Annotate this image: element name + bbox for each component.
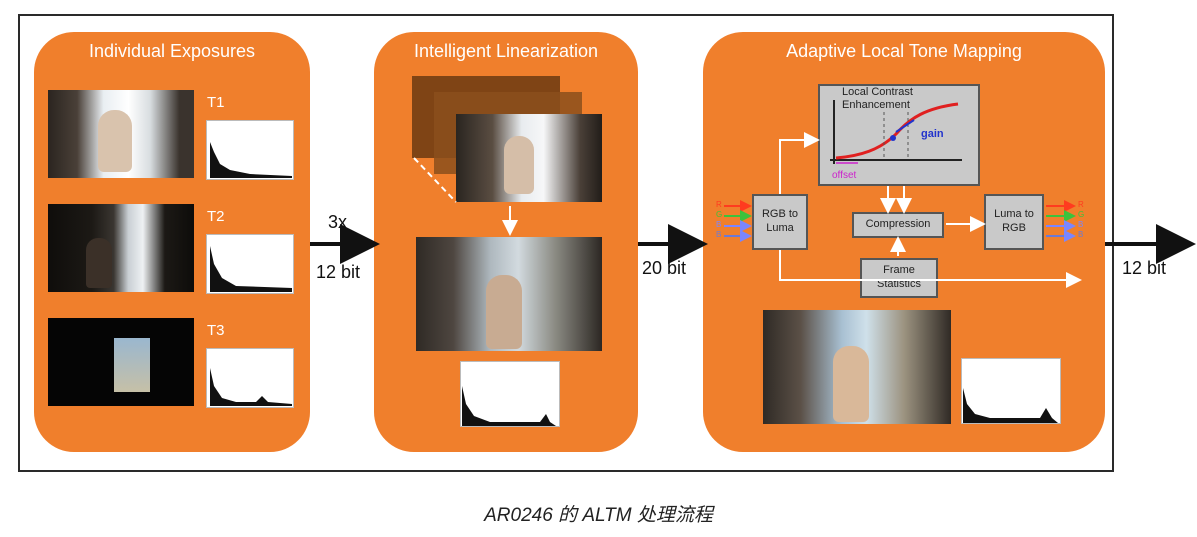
output-channel-r: R — [1078, 200, 1084, 209]
exposure-t3-label: T3 — [207, 322, 225, 339]
exposure-t1-label: T1 — [207, 94, 225, 111]
luma-to-rgb-box: Luma to RGB — [984, 194, 1044, 250]
gain-label: gain — [921, 128, 944, 140]
adaptive-local-tone-mapping-title: Adaptive Local Tone Mapping — [786, 41, 1022, 61]
exposure-t2-label: T2 — [207, 208, 225, 225]
input-channel-r: R — [716, 200, 722, 209]
output-channel-b: B — [1078, 220, 1084, 229]
linearized-histogram — [460, 361, 560, 427]
stack-frame-front — [456, 114, 602, 202]
offset-label: offset — [832, 170, 857, 181]
input-channel-g: G — [716, 210, 723, 219]
figure-caption: AR0246 的 ALTM 处理流程 — [484, 505, 713, 526]
intelligent-linearization-panel: Intelligent Linearization — [374, 32, 638, 452]
input-channel-b2: B — [716, 230, 722, 239]
output-channel-b2: B — [1078, 230, 1084, 239]
arrow-label-12bit-output: 12 bit — [1122, 258, 1167, 278]
local-contrast-enhancement-label: Local Contrast Enhancement — [842, 86, 913, 111]
intelligent-linearization-title: Intelligent Linearization — [413, 41, 599, 61]
exposure-t1-photo — [48, 90, 194, 178]
exposure-t3-histogram — [206, 348, 294, 408]
exposure-t2-photo — [48, 204, 194, 292]
arrow-label-12bit-input: 12 bit — [316, 262, 361, 282]
local-contrast-enhancement-box — [818, 84, 980, 186]
linearized-photo — [416, 237, 602, 351]
input-channel-b: B — [716, 220, 722, 229]
individual-exposures-panel: Individual Exposures T1 T2 T3 — [34, 32, 310, 452]
histogram-shapes — [210, 142, 1058, 426]
exposure-t3-photo — [48, 318, 194, 406]
tone-mapped-photo — [763, 310, 951, 424]
individual-exposures-title: Individual Exposures — [88, 41, 256, 61]
output-channel-g: G — [1078, 210, 1085, 219]
contrast-curve — [830, 100, 962, 164]
rgb-to-luma-box: RGB to Luma — [752, 194, 808, 250]
